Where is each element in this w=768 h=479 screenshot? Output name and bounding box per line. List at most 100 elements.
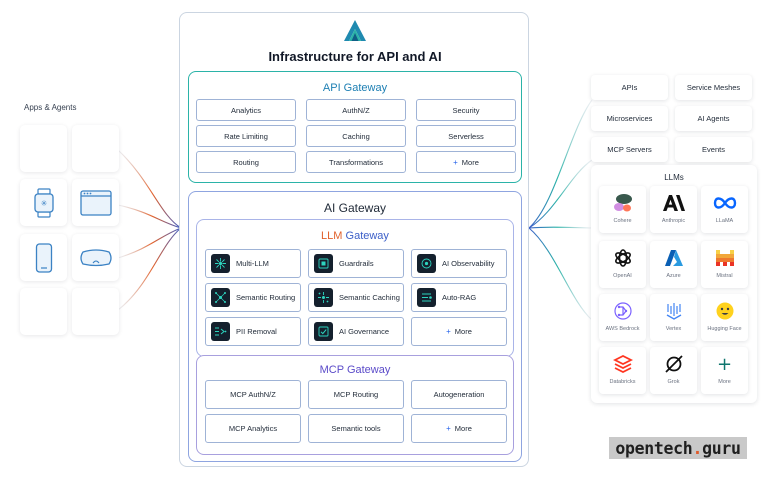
api-item-caching[interactable]: Caching — [306, 125, 406, 147]
hugging-face-icon — [716, 302, 733, 320]
more-label: More — [454, 424, 472, 433]
llm-provider-label: Vertex — [665, 326, 682, 332]
ai-governance-icon — [314, 322, 333, 341]
plus-icon: + — [446, 327, 451, 336]
kong-logo-icon — [344, 20, 366, 41]
watermark-dot: . — [692, 438, 703, 458]
mcp-item-authnz[interactable]: MCP AuthN/Z — [205, 380, 301, 409]
app-tile-blank — [72, 125, 119, 172]
llm-feature-auto-rag[interactable]: Auto-RAG — [411, 283, 507, 312]
llm-provider-anthropic[interactable]: Anthropic — [650, 186, 697, 233]
feature-label: Auto-RAG — [442, 293, 477, 302]
llm-feature-ai-governance[interactable]: AI Governance — [308, 317, 404, 346]
mcp-gateway-section: MCP Gateway MCP AuthN/Z MCP Routing Auto… — [196, 355, 514, 455]
service-mcp-servers[interactable]: MCP Servers — [591, 137, 668, 162]
api-item-transformations[interactable]: Transformations — [306, 151, 406, 173]
llm-feature-semantic-caching[interactable]: Semantic Caching — [308, 283, 404, 312]
llm-feature-ai-observability[interactable]: AI Observability — [411, 249, 507, 278]
feature-label: Multi-LLM — [236, 259, 269, 268]
mcp-item-routing[interactable]: MCP Routing — [308, 380, 404, 409]
watermark-part1: opentech — [615, 438, 693, 458]
grok-icon — [664, 355, 683, 373]
infrastructure-card: Infrastructure for API and AI API Gatewa… — [179, 12, 529, 467]
llm-provider-label: AWS Bedrock — [605, 326, 640, 332]
llms-card: LLMs Cohere Anthropic LLaMA OpenAI Azure… — [591, 165, 757, 403]
api-item-analytics[interactable]: Analytics — [196, 99, 296, 121]
openai-icon — [614, 249, 631, 267]
llm-feature-multi-llm[interactable]: Multi-LLM — [205, 249, 301, 278]
app-tile-blank — [72, 288, 119, 335]
llm-feature-pii-removal[interactable]: PII Removal — [205, 317, 301, 346]
llm-feature-guardrails[interactable]: Guardrails — [308, 249, 404, 278]
llm-provider-grok[interactable]: Grok — [650, 347, 697, 394]
azure-icon — [664, 250, 683, 266]
llm-provider-azure[interactable]: Azure — [650, 241, 697, 288]
semantic-caching-icon — [314, 288, 333, 307]
llm-provider-vertex[interactable]: Vertex — [650, 294, 697, 341]
llm-provider-aws-bedrock[interactable]: AWS Bedrock — [599, 294, 646, 341]
pii-removal-icon — [211, 322, 230, 341]
service-microservices[interactable]: Microservices — [591, 106, 668, 131]
watermark-part2: guru — [702, 438, 741, 458]
api-item-more[interactable]: +More — [416, 151, 516, 173]
anthropic-icon — [662, 195, 685, 211]
api-item-security[interactable]: Security — [416, 99, 516, 121]
mcp-item-analytics[interactable]: MCP Analytics — [205, 414, 301, 443]
llm-provider-label: Mistral — [716, 273, 733, 279]
app-tile-vr — [72, 234, 119, 281]
mcp-item-more[interactable]: +More — [411, 414, 507, 443]
auto-rag-icon — [417, 288, 436, 307]
multi-llm-icon — [211, 254, 230, 273]
llm-provider-llama[interactable]: LLaMA — [701, 186, 748, 233]
api-item-authnz[interactable]: AuthN/Z — [306, 99, 406, 121]
mcp-item-semantic-tools[interactable]: Semantic tools — [308, 414, 404, 443]
llm-provider-label: LLaMA — [715, 218, 734, 224]
app-tile-blank — [20, 125, 67, 172]
llm-provider-hugging-face[interactable]: Hugging Face — [701, 294, 748, 341]
service-ai-agents[interactable]: AI Agents — [675, 106, 752, 131]
feature-label: PII Removal — [236, 327, 277, 336]
llm-feature-semantic-routing[interactable]: Semantic Routing — [205, 283, 301, 312]
svg-text:✳: ✳ — [40, 199, 47, 208]
databricks-icon — [612, 354, 633, 374]
cohere-icon — [613, 194, 632, 212]
llm-provider-databricks[interactable]: Databricks — [599, 347, 646, 394]
llm-provider-label: More — [718, 379, 731, 385]
more-label: More — [454, 327, 472, 336]
mcp-gateway-title: MCP Gateway — [319, 364, 391, 376]
service-events[interactable]: Events — [675, 137, 752, 162]
api-item-rate-limiting[interactable]: Rate Limiting — [196, 125, 296, 147]
llm-provider-label: Anthropic — [661, 218, 686, 224]
llm-provider-label: Cohere — [613, 218, 632, 224]
llm-provider-label: Grok — [667, 379, 680, 385]
app-tile-blank — [20, 288, 67, 335]
app-tile-watch: ✳ — [20, 179, 67, 226]
api-item-serverless[interactable]: Serverless — [416, 125, 516, 147]
llm-provider-openai[interactable]: OpenAI — [599, 241, 646, 288]
semantic-routing-icon — [211, 288, 230, 307]
app-tile-phone — [20, 234, 67, 281]
llm-provider-label: OpenAI — [613, 273, 632, 279]
plus-icon: + — [716, 353, 733, 375]
mistral-icon — [715, 250, 734, 266]
ai-observability-icon — [417, 254, 436, 273]
llm-feature-more[interactable]: +More — [411, 317, 507, 346]
llm-provider-cohere[interactable]: Cohere — [599, 186, 646, 233]
api-gateway-title: API Gateway — [322, 82, 388, 94]
service-apis[interactable]: APIs — [591, 75, 668, 100]
llm-gateway-title: LLM Gateway — [197, 230, 513, 242]
apps-agents-title: Apps & Agents — [24, 103, 77, 112]
vertex-icon — [666, 303, 681, 320]
llm-provider-mistral[interactable]: Mistral — [701, 241, 748, 288]
llm-provider-more[interactable]: + More — [701, 347, 748, 394]
service-service-meshes[interactable]: Service Meshes — [675, 75, 752, 100]
mcp-item-autogeneration[interactable]: Autogeneration — [411, 380, 507, 409]
smartphone-icon — [35, 242, 52, 273]
smartwatch-icon: ✳ — [33, 187, 54, 218]
feature-label: Semantic Routing — [236, 293, 296, 302]
vr-headset-icon — [79, 248, 112, 266]
app-tile-browser — [72, 179, 119, 226]
api-item-routing[interactable]: Routing — [196, 151, 296, 173]
meta-infinity-icon — [713, 197, 736, 209]
